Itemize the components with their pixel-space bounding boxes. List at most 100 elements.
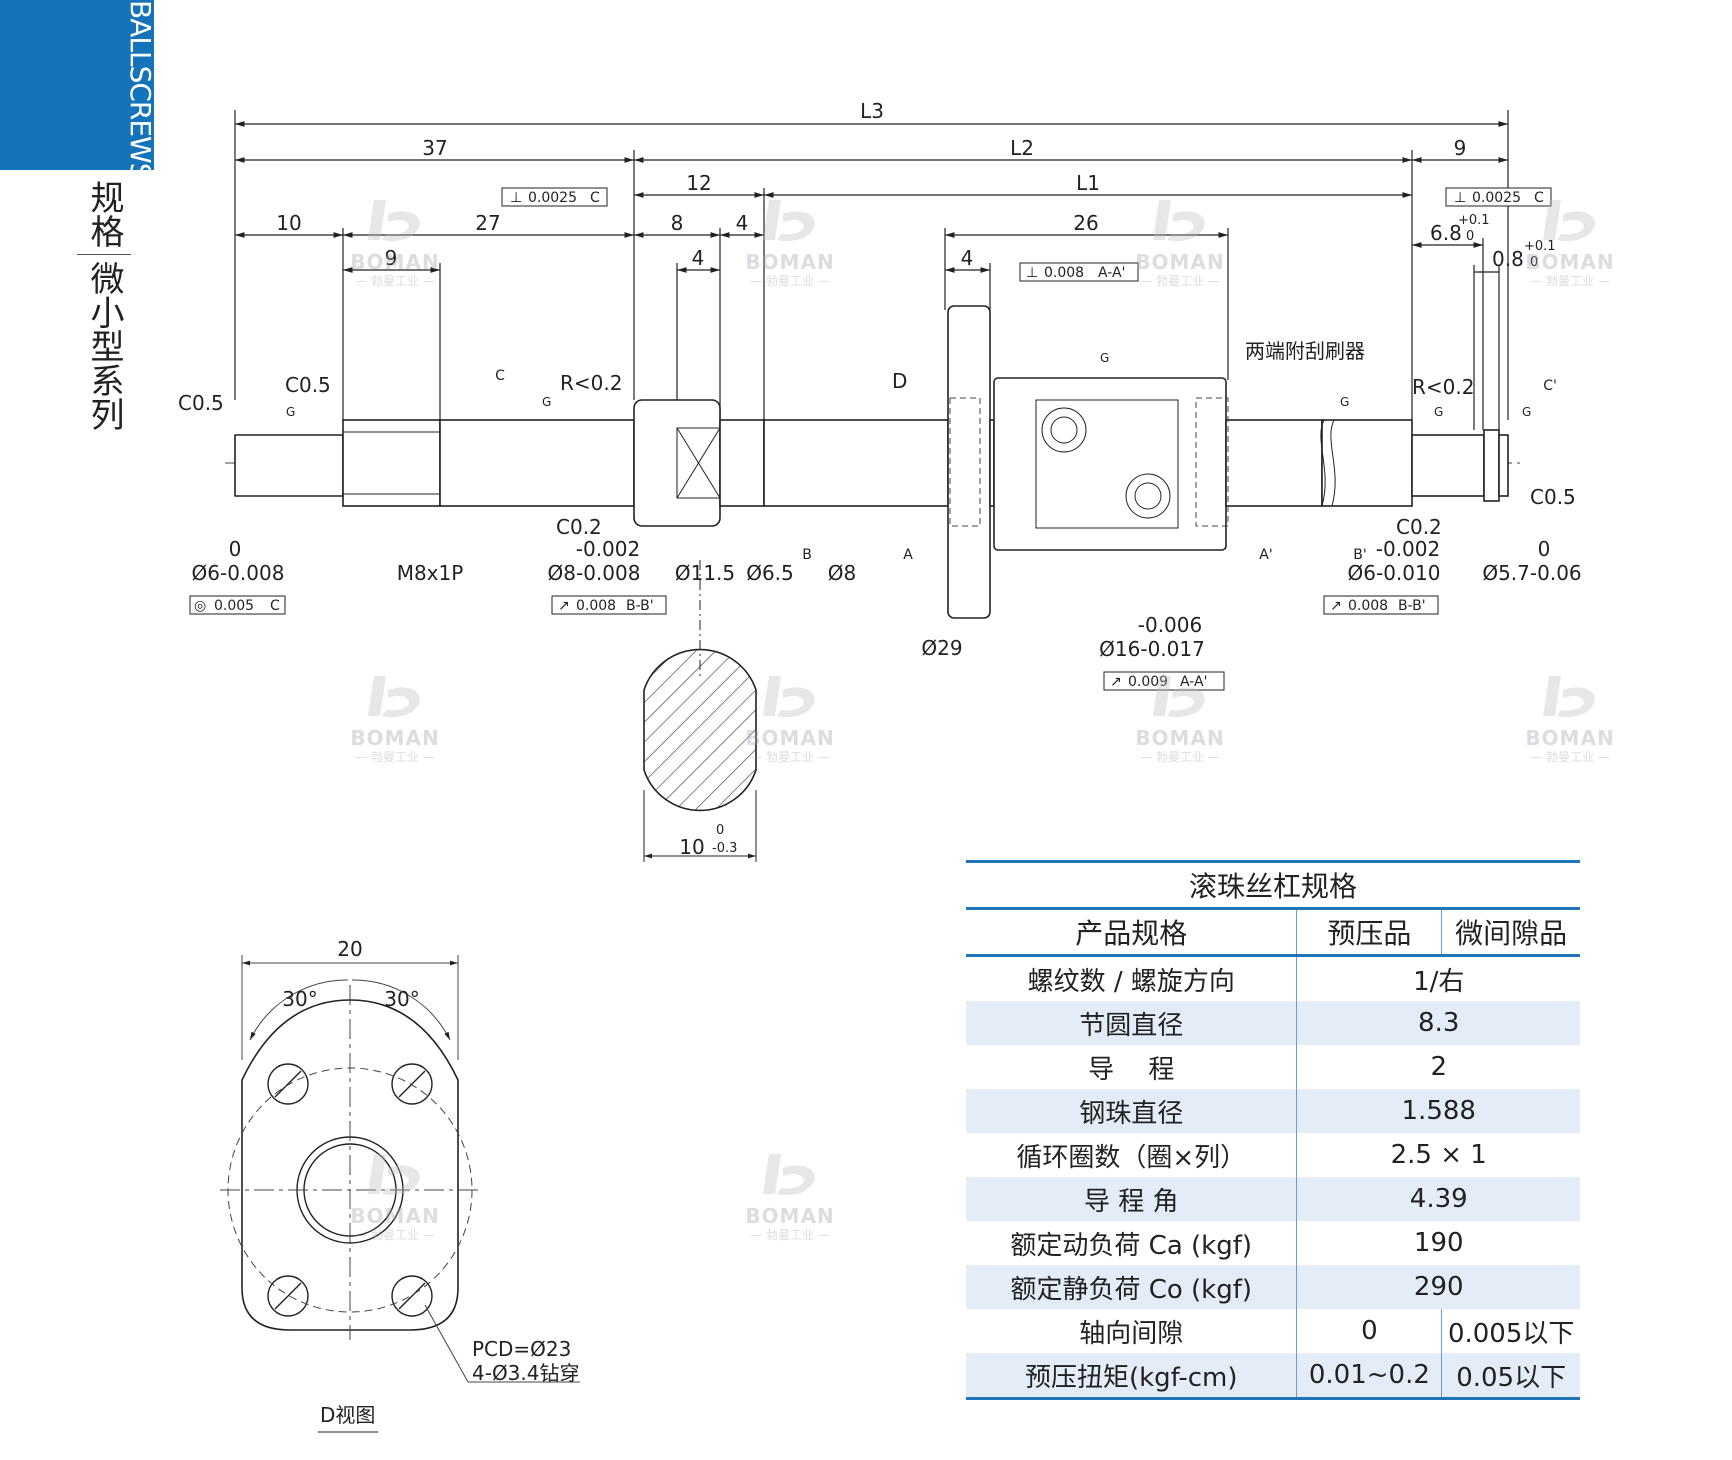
label-c05-right: C0.5 xyxy=(1530,485,1576,509)
dim-12: 12 xyxy=(686,171,711,195)
label-g-6: G xyxy=(1522,405,1531,419)
dim-37: 37 xyxy=(422,136,447,160)
label-dia16: Ø16-0.017 xyxy=(1099,637,1205,661)
spec-row-col2: 0.05以下 xyxy=(1441,1353,1580,1400)
tol-run-right-val: 0.008 xyxy=(1348,598,1388,614)
spec-row-value: 4.39 xyxy=(1296,1177,1580,1221)
watermark-logo: BOMAN— 勃曼工业 — xyxy=(735,196,845,288)
sidebar-label-bottom: 微小型系列 xyxy=(84,261,124,431)
flange-angle-left: 30° xyxy=(282,987,317,1011)
boman-logo-icon xyxy=(368,676,420,718)
dim-6-8-tol-up: +0.1 xyxy=(1458,213,1490,228)
label-dia57: Ø5.7-0.06 xyxy=(1482,561,1581,585)
spec-row-col2: 0.005以下 xyxy=(1441,1309,1580,1353)
spec-table-title: 滚珠丝杠规格 xyxy=(966,860,1580,910)
sidebar-divider xyxy=(77,254,131,255)
dim-6-8-tol-lo: 0 xyxy=(1466,229,1474,244)
watermark-logo: BOMAN— 勃曼工业 — xyxy=(340,672,450,764)
tol-perp-left-ref: C xyxy=(590,190,600,206)
label-c05-left: C0.5 xyxy=(178,391,224,415)
spec-row-value: 290 xyxy=(1296,1265,1580,1309)
label-g-3: G xyxy=(1100,351,1109,365)
datum-b: B xyxy=(802,547,812,563)
dim-l3: L3 xyxy=(860,99,884,123)
spec-row-label: 螺纹数 / 螺旋方向 xyxy=(1027,966,1235,997)
sidebar-tab: BALLSCREWS xyxy=(0,0,157,180)
label-m8: M8x1P xyxy=(397,561,464,585)
tol-run-right-ref: B-B' xyxy=(1398,598,1426,614)
spec-row-label: 节圆直径 xyxy=(966,1001,1297,1045)
datum-a: A xyxy=(903,547,913,563)
spec-row-col1: 0.01~0.2 xyxy=(1296,1353,1442,1400)
tol-perp-left-val: 0.0025 xyxy=(528,190,577,206)
flange-view-label: D视图 xyxy=(320,1403,375,1427)
tol-run-left-val: 0.008 xyxy=(576,598,616,614)
label-g-4: G xyxy=(1340,395,1349,409)
flange-holes: 4-Ø3.4钻穿 xyxy=(472,1361,580,1385)
sidebar-label-top: 规格 xyxy=(84,180,124,248)
watermark-logo: BOMAN— 勃曼工业 — xyxy=(340,1150,450,1242)
label-d-arrow: D xyxy=(892,369,907,393)
boman-logo-icon xyxy=(1543,676,1595,718)
datum-b-prime: B' xyxy=(1353,547,1366,563)
tol-conc-ref: C xyxy=(270,598,280,614)
label-sec-10-tol-up: 0 xyxy=(716,823,724,838)
spec-row-label: 钢珠直径 xyxy=(966,1089,1297,1133)
dim-9-right: 9 xyxy=(1454,136,1467,160)
boman-logo-icon xyxy=(1153,676,1205,718)
dim-4b: 4 xyxy=(692,246,705,270)
watermark-logo: BOMAN— 勃曼工业 — xyxy=(735,1150,845,1242)
tol-perp-right-ref: C xyxy=(1534,190,1544,206)
spec-row-label: 额定动负荷 Ca (kgf) xyxy=(1010,1230,1253,1261)
tol-run-nut-val: 0.009 xyxy=(1128,674,1168,690)
dim-9: 9 xyxy=(385,246,398,270)
label-dia6r: Ø6-0.010 xyxy=(1348,561,1441,585)
spec-row-label: 轴向间隙 xyxy=(1079,1318,1184,1349)
dim-6-8: 6.8 xyxy=(1430,221,1462,245)
spec-row-label: 预压扭矩(kgf-cm) xyxy=(966,1353,1297,1400)
tol-conc-val: 0.005 xyxy=(214,598,254,614)
boman-logo-icon xyxy=(1153,200,1205,242)
watermark-logo: BOMAN— 勃曼工业 — xyxy=(340,196,450,288)
tol-perp-nut-sym: ⊥ xyxy=(1026,265,1038,281)
dim-0-8-tol-up: +0.1 xyxy=(1524,239,1556,254)
spec-row-value: 190 xyxy=(1296,1221,1580,1265)
tol-perp-right-sym: ⊥ xyxy=(1454,190,1466,206)
boman-logo-icon xyxy=(763,1154,815,1196)
label-g-2: G xyxy=(542,395,551,409)
label-g-1: G xyxy=(286,405,295,419)
tol-conc-sym: ◎ xyxy=(194,598,206,614)
flange-pcd: PCD=Ø23 xyxy=(472,1337,571,1361)
boman-logo-icon xyxy=(763,676,815,718)
label-c02-right: C0.2 xyxy=(1396,515,1442,539)
label-r02-left: R<0.2 xyxy=(560,371,622,395)
label-dia6-top: 0 xyxy=(229,537,242,561)
dim-8: 8 xyxy=(671,211,684,235)
label-dia6: Ø6-0.008 xyxy=(192,561,285,585)
label-dia8b: Ø8 xyxy=(828,561,856,585)
watermark-logo: BOMAN— 勃曼工业 — xyxy=(1515,672,1625,764)
label-dia8: Ø8-0.008 xyxy=(548,561,641,585)
boman-logo-icon xyxy=(368,1154,420,1196)
spec-row-col1: 0 xyxy=(1296,1309,1442,1353)
tol-perp-nut-val: 0.008 xyxy=(1044,265,1084,281)
label-dia6r-top: -0.002 xyxy=(1376,537,1440,561)
label-dia29: Ø29 xyxy=(921,636,962,660)
watermark-logo: BOMAN— 勃曼工业 — xyxy=(1515,196,1625,288)
watermark-logo: BOMAN— 勃曼工业 — xyxy=(735,672,845,764)
tol-run-nut-ref: A-A' xyxy=(1180,674,1207,690)
dim-l2: L2 xyxy=(1010,136,1034,160)
dim-0-8: 0.8 xyxy=(1492,247,1524,271)
label-wiper-note: 两端附刮刷器 xyxy=(1245,339,1365,363)
tol-run-right-sym: ↗ xyxy=(1330,598,1342,614)
spec-row-value: 2.5 × 1 xyxy=(1296,1133,1580,1177)
label-r02-right: R<0.2 xyxy=(1412,375,1474,399)
label-dia57-top: 0 xyxy=(1538,537,1551,561)
flange-angle-right: 30° xyxy=(384,987,419,1011)
spec-row-label: 循环圈数（圈×列） xyxy=(1016,1142,1247,1173)
spec-row-label: 导 程 角 xyxy=(966,1177,1297,1221)
spec-row-value: 1/右 xyxy=(1296,955,1580,1001)
dim-0-8-tol-lo: 0 xyxy=(1530,255,1538,270)
tol-run-nut-sym: ↗ xyxy=(1110,674,1122,690)
